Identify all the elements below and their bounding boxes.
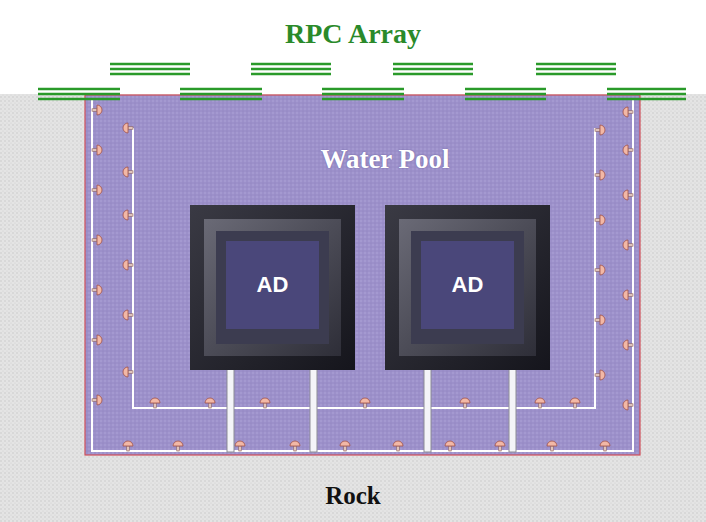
inner-liner bbox=[133, 128, 595, 408]
pmt-group bbox=[92, 105, 633, 451]
water-pool-region: AD AD Water Pool bbox=[85, 95, 640, 455]
node-label: Water Pool bbox=[320, 144, 449, 175]
rpc-modules bbox=[38, 64, 686, 99]
rock-ground bbox=[0, 94, 706, 522]
array-title: RPC Array bbox=[285, 18, 421, 50]
node-label: Rock bbox=[325, 482, 381, 511]
antineutrino-detector: AD bbox=[385, 205, 550, 370]
antineutrino-detector-left bbox=[190, 205, 355, 370]
node-label: AD bbox=[257, 272, 289, 297]
node-label: AD bbox=[452, 272, 484, 297]
antineutrino-detector-right bbox=[385, 205, 550, 370]
ad-support-legs bbox=[227, 368, 516, 452]
water-pool bbox=[85, 95, 640, 455]
rock-region: AD AD Water PoolRock bbox=[0, 94, 706, 522]
outer-liner bbox=[92, 100, 633, 451]
antineutrino-detector: AD bbox=[190, 205, 355, 370]
